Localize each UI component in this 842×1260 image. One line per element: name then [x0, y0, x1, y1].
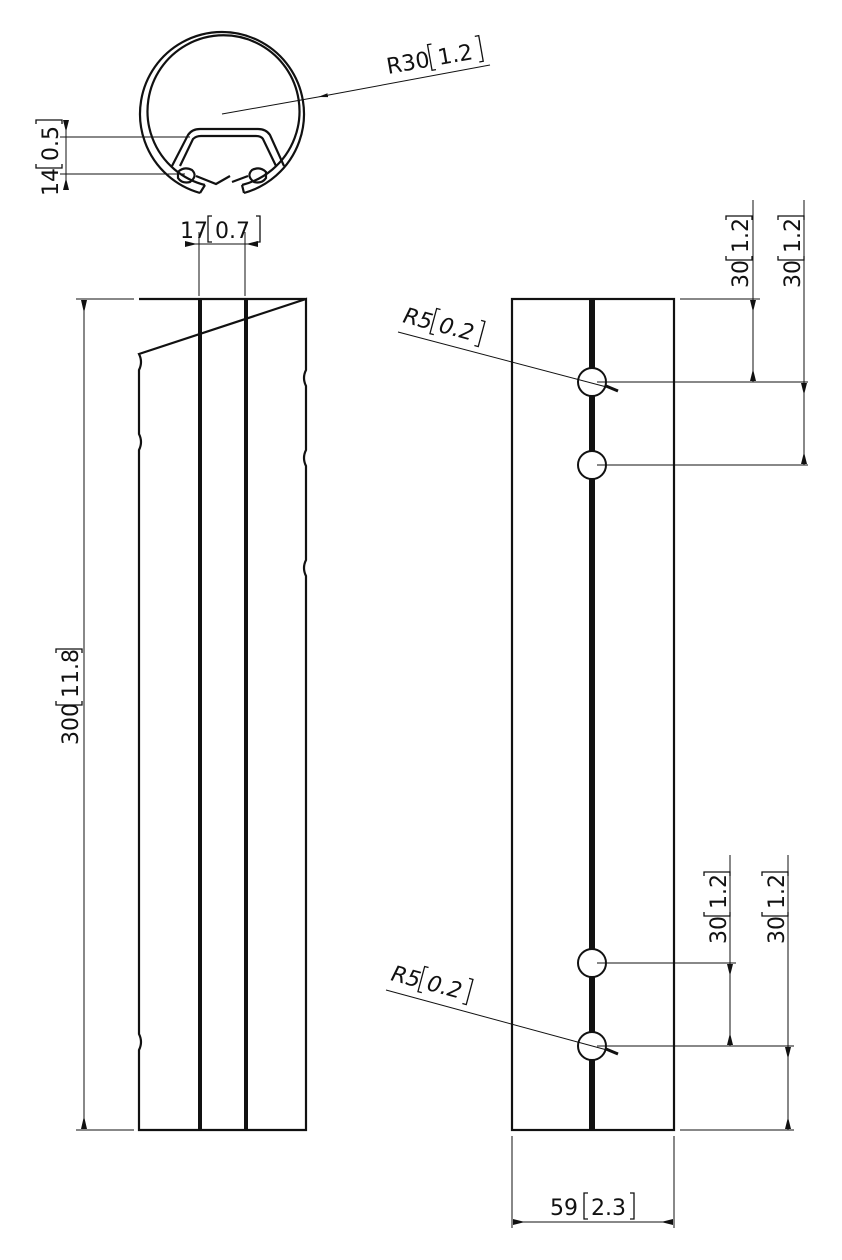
svg-text:11.8: 11.8 — [59, 649, 84, 698]
profile-clip-right — [231, 167, 268, 184]
svg-text:R5: R5 — [388, 962, 423, 994]
svg-text:59: 59 — [550, 1196, 578, 1221]
svg-text:0.5: 0.5 — [39, 126, 64, 161]
svg-text:1.2: 1.2 — [707, 874, 732, 909]
svg-text:0.7: 0.7 — [215, 219, 250, 244]
top-hole-radius-label: R5 0.2 — [400, 304, 486, 348]
profile-clip-left — [176, 167, 231, 186]
profile-outer-arc — [138, 30, 306, 195]
svg-text:30: 30 — [729, 260, 754, 288]
bottom-spacing-dimension-label: 30 1.2 — [703, 871, 732, 944]
svg-text:30: 30 — [781, 260, 806, 288]
cross-section-view: R30 1.2 14 0.5 17 0.7 — [35, 30, 491, 296]
svg-text:1.2: 1.2 — [781, 218, 806, 253]
svg-text:0.2: 0.2 — [424, 971, 464, 1004]
radius-dimension-label: R30 1.2 — [385, 34, 484, 80]
profile-inner-arc — [146, 34, 301, 187]
side-view: R5 0.2 R5 0.2 30 1.2 — [385, 200, 808, 1228]
profile-inner-channel — [171, 127, 286, 167]
svg-text:1.2: 1.2 — [729, 218, 754, 253]
svg-text:0.2: 0.2 — [436, 313, 476, 346]
bottom-offset-dimension-label: 30 1.2 — [761, 871, 790, 944]
svg-text:14: 14 — [39, 168, 64, 196]
svg-text:R30: R30 — [385, 48, 432, 80]
svg-text:1.2: 1.2 — [436, 40, 475, 71]
svg-text:17: 17 — [180, 219, 208, 244]
bottom-hole-radius-label: R5 0.2 — [388, 962, 474, 1006]
height-dimension-label: 14 0.5 — [35, 119, 64, 196]
svg-text:30: 30 — [707, 916, 732, 944]
radius-leader-line — [221, 96, 319, 115]
slot-width-dimension-label: 17 0.7 — [180, 215, 261, 244]
front-view: 300 11.8 — [55, 297, 308, 1132]
length-dimension-label: 300 11.8 — [55, 648, 84, 745]
top-spacing-dimension-label: 30 1.2 — [777, 215, 806, 288]
top-offset-dimension-label: 30 1.2 — [725, 215, 754, 288]
profile-body-outline — [137, 297, 308, 1132]
svg-text:R5: R5 — [400, 304, 435, 336]
svg-text:30: 30 — [765, 916, 790, 944]
svg-text:300: 300 — [59, 703, 84, 745]
width-dimension-label: 59 2.3 — [550, 1192, 635, 1221]
svg-text:2.3: 2.3 — [591, 1196, 626, 1221]
svg-text:1.2: 1.2 — [765, 874, 790, 909]
